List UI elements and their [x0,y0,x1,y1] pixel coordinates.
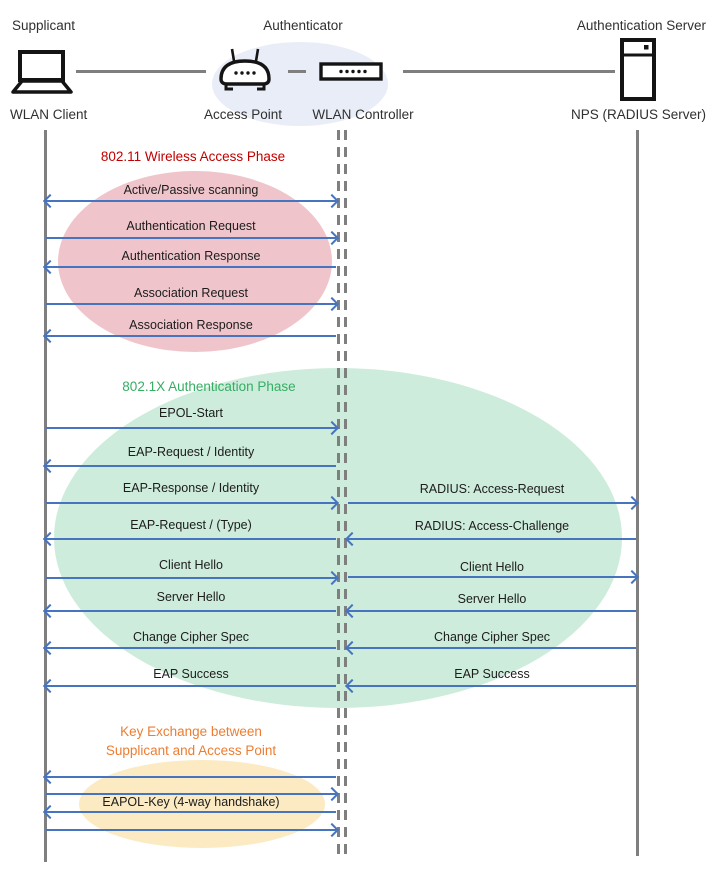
message-arrow [42,679,336,694]
message-label: EAP Success [153,667,229,681]
controller-lifeline-right-dash [344,130,347,856]
message-arrow [46,297,340,312]
message-label: Client Hello [460,560,524,574]
nps-radius-server-label: NPS (RADIUS Server) [570,107,706,122]
message-label: EAP-Request / (Type) [130,518,252,532]
message-label: Authentication Response [121,249,261,263]
phase3-title: Key Exchange between Supplicant and Acce… [56,722,326,760]
message-label: RADIUS: Access-Challenge [414,519,570,533]
wlan-controller-label: WLAN Controller [312,107,414,122]
message-label: EAP-Response / Identity [122,481,260,495]
message-arrow [42,805,336,820]
connector-segment [288,70,306,73]
message-arrow [42,770,336,785]
message-arrow [348,570,640,585]
wlan-controller-icon [319,62,383,81]
server-icon [620,38,656,101]
server-lifeline [636,130,639,856]
phase2-title: 802.1X Authentication Phase [122,379,296,394]
message-arrow [42,604,336,619]
access-point-icon [219,48,271,91]
phase3-ellipse [79,760,325,848]
message-arrow [42,194,340,209]
phase1-title: 802.11 Wireless Access Phase [100,149,286,164]
message-label: Server Hello [156,590,226,604]
access-point-label: Access Point [203,107,283,122]
message-arrow [344,679,636,694]
supplicant-lifeline [44,130,47,862]
message-label: Association Request [134,286,248,300]
message-arrow [46,571,340,586]
connector-segment [403,70,615,73]
message-label: Change Cipher Spec [433,630,551,644]
message-arrow [46,496,340,511]
phase3-title-line1: Key Exchange between [120,724,262,739]
message-label: Active/Passive scanning [123,183,259,197]
message-arrow [344,641,636,656]
authentication-server-role-label: Authentication Server [576,18,706,33]
message-label: EAP Success [454,667,530,681]
message-label: EAP-Request / Identity [127,445,255,459]
phase3-title-line2: Supplicant and Access Point [105,743,277,758]
connector-segment [76,70,206,73]
message-arrow [46,421,340,436]
message-label: RADIUS: Access-Request [419,482,565,496]
message-label: Authentication Request [126,219,256,233]
message-arrow [42,459,336,474]
message-arrow [46,231,340,246]
message-label: Change Cipher Spec [132,630,250,644]
message-arrow [46,823,340,838]
supplicant-role-label: Supplicant [12,18,76,33]
message-label: EPOL-Start [159,406,223,420]
controller-lifeline-left-dash [337,130,340,856]
message-arrow [46,787,340,802]
message-label: Association Response [129,318,253,332]
message-arrow [42,641,336,656]
authenticator-role-label: Authenticator [263,18,343,33]
message-label: Server Hello [457,592,527,606]
message-arrow [42,260,336,275]
message-label: EAPOL-Key (4-way handshake) [102,795,280,809]
message-arrow [42,329,336,344]
message-arrow [42,532,336,547]
wlan-client-label: WLAN Client [10,107,88,122]
message-arrow [344,532,636,547]
message-arrow [348,496,640,511]
message-label: Client Hello [159,558,223,572]
message-arrow [344,604,636,619]
laptop-icon [11,50,73,94]
